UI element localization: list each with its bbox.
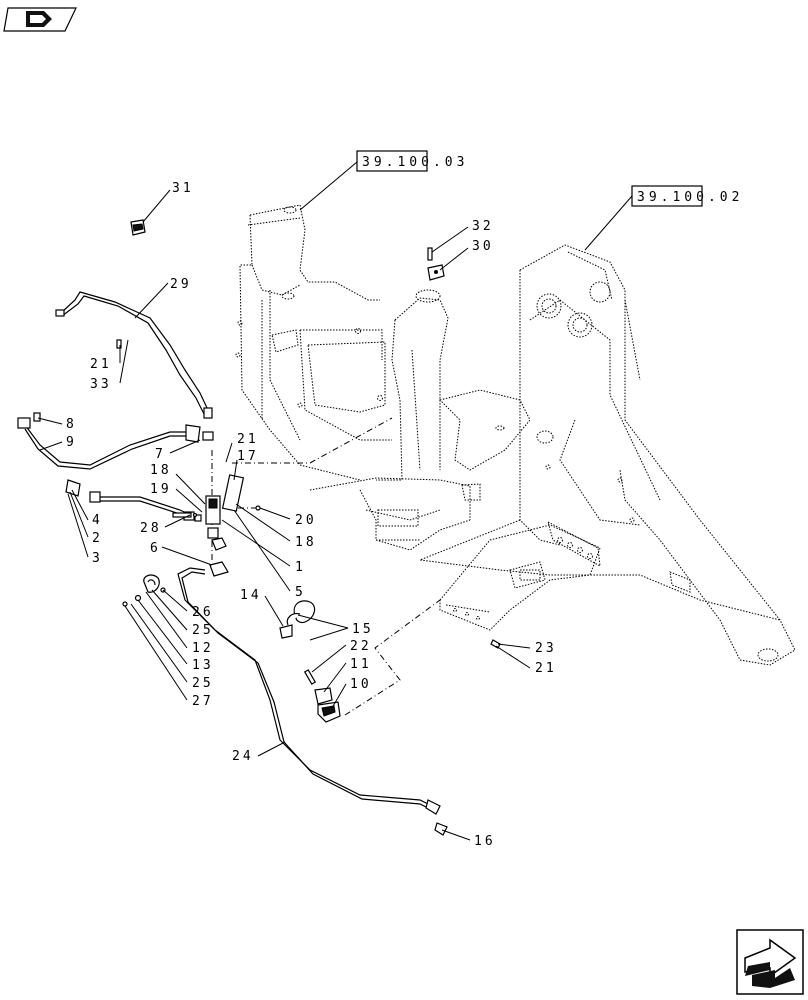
callout-10: 10 [350,677,372,692]
callout-21: 21 [535,661,557,676]
callout-18: 18 [150,463,172,478]
reference-label: 39.100.03 [362,155,468,170]
callout-21: 21 [237,432,259,447]
part-30-32-fitting [427,247,445,281]
part-10-11-22-bracket [303,669,341,723]
callout-11: 11 [350,657,372,672]
callout-15: 15 [352,622,374,637]
callout-labels: 31 32 30 29 21 33 8 9 7 21 17 18 19 4 2 … [66,181,557,849]
callout-26: 26 [192,605,214,620]
reference-label: 39.100.02 [637,190,743,205]
callout-6: 6 [150,541,161,556]
callout-19: 19 [150,482,172,497]
valve-mount-plate [439,521,601,631]
reference-39-100-02[interactable]: 39.100.02 [631,185,743,207]
part-6-fitting [209,561,229,577]
callout-33: 33 [90,377,112,392]
part-9-hose [17,412,214,470]
callout-21: 21 [90,357,112,372]
next-page-arrow-icon[interactable] [736,929,804,995]
book-icon[interactable] [3,7,77,32]
callout-14: 14 [240,588,262,603]
part-12-13-clamp [122,574,166,607]
callout-2: 2 [92,531,103,546]
callout-12: 12 [192,641,214,656]
callout-8: 8 [66,417,77,432]
callout-28: 28 [140,521,162,536]
callout-27: 27 [192,694,214,709]
callout-4: 4 [92,513,103,528]
callout-24: 24 [232,749,254,764]
frame-39-100-03 [235,204,471,551]
callout-32: 32 [472,219,494,234]
callout-13: 13 [192,658,214,673]
callout-3: 3 [92,551,103,566]
callout-1: 1 [295,560,306,575]
part-31-plug [130,219,146,236]
callout-7: 7 [155,447,166,462]
cross-member [439,389,531,501]
callout-30: 30 [472,239,494,254]
part-21-23-bolt [490,639,501,649]
callout-31: 31 [172,181,194,196]
reference-39-100-03[interactable]: 39.100.03 [356,150,468,172]
callout-22: 22 [350,639,372,654]
frame-39-100-02 [419,244,796,666]
part-29-tube [55,291,213,419]
callout-25: 25 [192,623,214,638]
part-24-hose [177,567,448,836]
callout-leaders [37,161,633,841]
callout-9: 9 [66,435,77,450]
callout-20: 20 [295,513,317,528]
part-18-20-fittings [172,505,261,518]
callout-25: 25 [192,676,214,691]
callout-18: 18 [295,535,317,550]
callout-23: 23 [535,641,557,656]
part-14-15-clamps [279,600,316,639]
part-1-valve-block [205,474,245,551]
callout-17: 17 [237,449,259,464]
callout-16: 16 [474,834,496,849]
callout-29: 29 [170,277,192,292]
callout-5: 5 [295,585,306,600]
